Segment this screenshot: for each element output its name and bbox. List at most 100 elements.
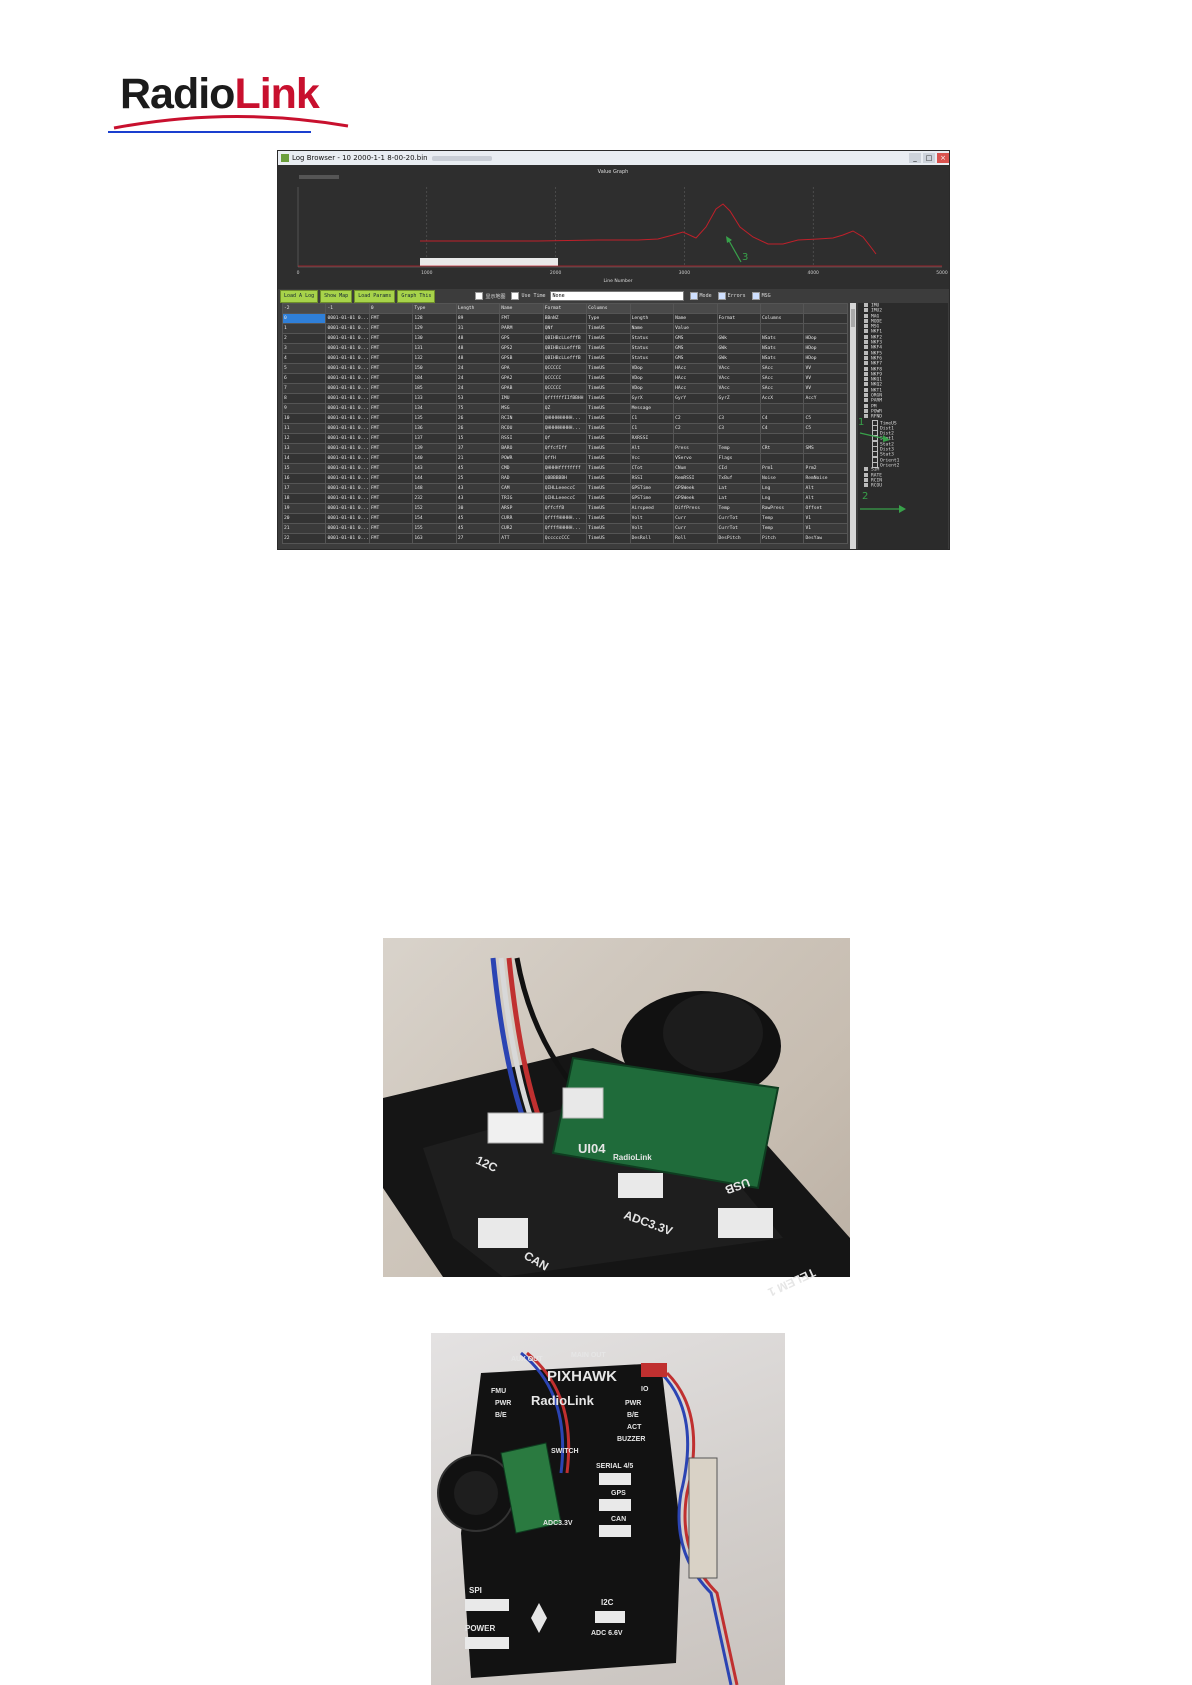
expand-icon[interactable]: [864, 355, 868, 360]
tree-item[interactable]: NKF1: [858, 329, 948, 335]
expand-icon[interactable]: [864, 334, 868, 339]
tree-item[interactable]: RCIN: [858, 477, 948, 483]
expand-icon[interactable]: [864, 403, 868, 408]
tree-item[interactable]: NKF2: [858, 334, 948, 340]
expand-icon[interactable]: [864, 308, 868, 313]
tree-item[interactable]: PM: [858, 403, 948, 409]
scrollbar-thumb[interactable]: [851, 309, 855, 327]
tree-item[interactable]: MSG: [858, 324, 948, 330]
checkbox-icon[interactable]: [872, 461, 878, 468]
expand-icon[interactable]: [864, 408, 868, 413]
load-log-button[interactable]: Load A Log: [280, 289, 319, 303]
expand-icon[interactable]: [864, 393, 868, 398]
expand-icon[interactable]: [864, 414, 868, 419]
tree-item[interactable]: POWR: [858, 408, 948, 414]
table-header-cell[interactable]: Name: [499, 303, 544, 314]
tree-item[interactable]: RFND: [858, 414, 948, 420]
mode-checkbox[interactable]: [689, 292, 698, 300]
minimize-icon[interactable]: _: [909, 153, 921, 163]
maximize-icon[interactable]: □: [923, 153, 935, 163]
tree-item[interactable]: NKF7: [858, 361, 948, 367]
close-icon[interactable]: ×: [937, 153, 949, 163]
table-header-cell[interactable]: [673, 303, 718, 314]
table-header-cell[interactable]: [716, 303, 761, 314]
table-header-cell[interactable]: 0: [368, 303, 414, 314]
expand-icon[interactable]: [864, 340, 868, 345]
expand-icon[interactable]: [864, 398, 868, 403]
tree-item[interactable]: IMU2: [858, 308, 948, 314]
table-header-cell[interactable]: -1: [325, 303, 370, 314]
expand-icon[interactable]: [864, 377, 868, 382]
tree-item[interactable]: IMU: [858, 303, 948, 309]
expand-icon[interactable]: [864, 483, 868, 488]
table-header-cell[interactable]: Length: [455, 303, 501, 314]
expand-icon[interactable]: [864, 382, 868, 387]
tree-item[interactable]: SIM: [858, 467, 948, 473]
expand-icon[interactable]: [864, 361, 868, 366]
expand-icon[interactable]: [864, 387, 868, 392]
tree-item[interactable]: NKF3: [858, 340, 948, 346]
table-header-cell[interactable]: [759, 303, 805, 314]
load-params-button[interactable]: Load Params: [354, 289, 396, 303]
table-header-cell[interactable]: [629, 303, 675, 314]
table-header-cell[interactable]: Format: [542, 303, 588, 314]
expand-icon[interactable]: [864, 324, 868, 329]
tree-item[interactable]: ORGN: [858, 393, 948, 399]
tree-item[interactable]: RATE: [858, 472, 948, 478]
tree-item[interactable]: NKQ2: [858, 382, 948, 388]
show-map-button[interactable]: Show Map: [320, 289, 353, 303]
expand-icon[interactable]: [864, 329, 868, 334]
table-header-cell[interactable]: [803, 303, 848, 314]
use-time-checkbox[interactable]: [511, 292, 520, 300]
expand-icon[interactable]: [864, 313, 868, 318]
expand-icon[interactable]: [864, 350, 868, 355]
tree-item[interactable]: NKF6: [858, 355, 948, 361]
tree-item[interactable]: NKF4: [858, 345, 948, 351]
expand-icon[interactable]: [864, 345, 868, 350]
tree-item[interactable]: NKF8: [858, 366, 948, 372]
tree-item[interactable]: Orient2: [858, 461, 948, 468]
errors-checkbox[interactable]: [717, 292, 726, 300]
tree-item[interactable]: MAG: [858, 313, 948, 319]
table-header-cell[interactable]: -2: [281, 303, 327, 314]
expand-icon[interactable]: [864, 371, 868, 376]
tree-item[interactable]: RCOU: [858, 483, 948, 489]
table-scrollbar[interactable]: [850, 303, 856, 549]
tree-item[interactable]: MODE: [858, 318, 948, 324]
expand-icon[interactable]: [864, 477, 868, 482]
graph-this-button[interactable]: Graph This: [397, 289, 436, 303]
time-select[interactable]: None: [549, 291, 684, 301]
tree-item[interactable]: NKF9: [858, 371, 948, 377]
show-map-checkbox[interactable]: [475, 292, 484, 300]
tree-item[interactable]: NKT1: [858, 387, 948, 393]
expand-icon[interactable]: [864, 318, 868, 323]
tree-item[interactable]: NKF5: [858, 350, 948, 356]
expand-icon[interactable]: [864, 366, 868, 371]
expand-icon[interactable]: [864, 472, 868, 477]
expand-icon[interactable]: [864, 467, 868, 472]
expand-icon[interactable]: [864, 303, 868, 307]
